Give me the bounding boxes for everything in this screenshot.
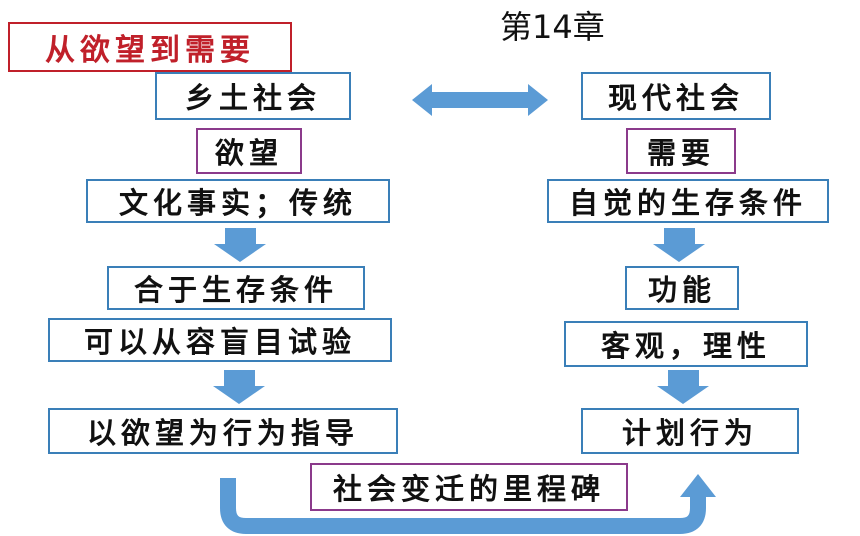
bottom-box: 社会变迁的里程碑 — [310, 463, 628, 511]
double-arrow — [412, 84, 548, 116]
left-box-4: 以欲望为行为指导 — [48, 408, 398, 454]
left-box-2: 合于生存条件 — [107, 266, 365, 310]
u-arrow-head — [680, 474, 716, 497]
down-arrow-left-1 — [214, 228, 266, 262]
right-box-4: 计划行为 — [581, 408, 799, 454]
left-header-box: 乡土社会 — [155, 72, 351, 120]
left-key-box: 欲望 — [196, 128, 302, 174]
down-arrow-left-2 — [213, 370, 265, 404]
right-key-box: 需要 — [626, 128, 736, 174]
left-box-3: 可以从容盲目试验 — [48, 318, 392, 362]
right-box-2: 功能 — [625, 266, 739, 310]
chapter-title: 第14章 — [500, 8, 605, 46]
topic-box: 从欲望到需要 — [8, 22, 292, 72]
down-arrow-right-1 — [653, 228, 705, 262]
left-box-1: 文化事实；传统 — [86, 179, 390, 223]
right-header-box: 现代社会 — [581, 72, 771, 120]
u-arrow — [220, 478, 706, 534]
right-box-3: 客观，理性 — [564, 321, 808, 367]
right-box-1: 自觉的生存条件 — [547, 179, 829, 223]
down-arrow-right-2 — [657, 370, 709, 404]
